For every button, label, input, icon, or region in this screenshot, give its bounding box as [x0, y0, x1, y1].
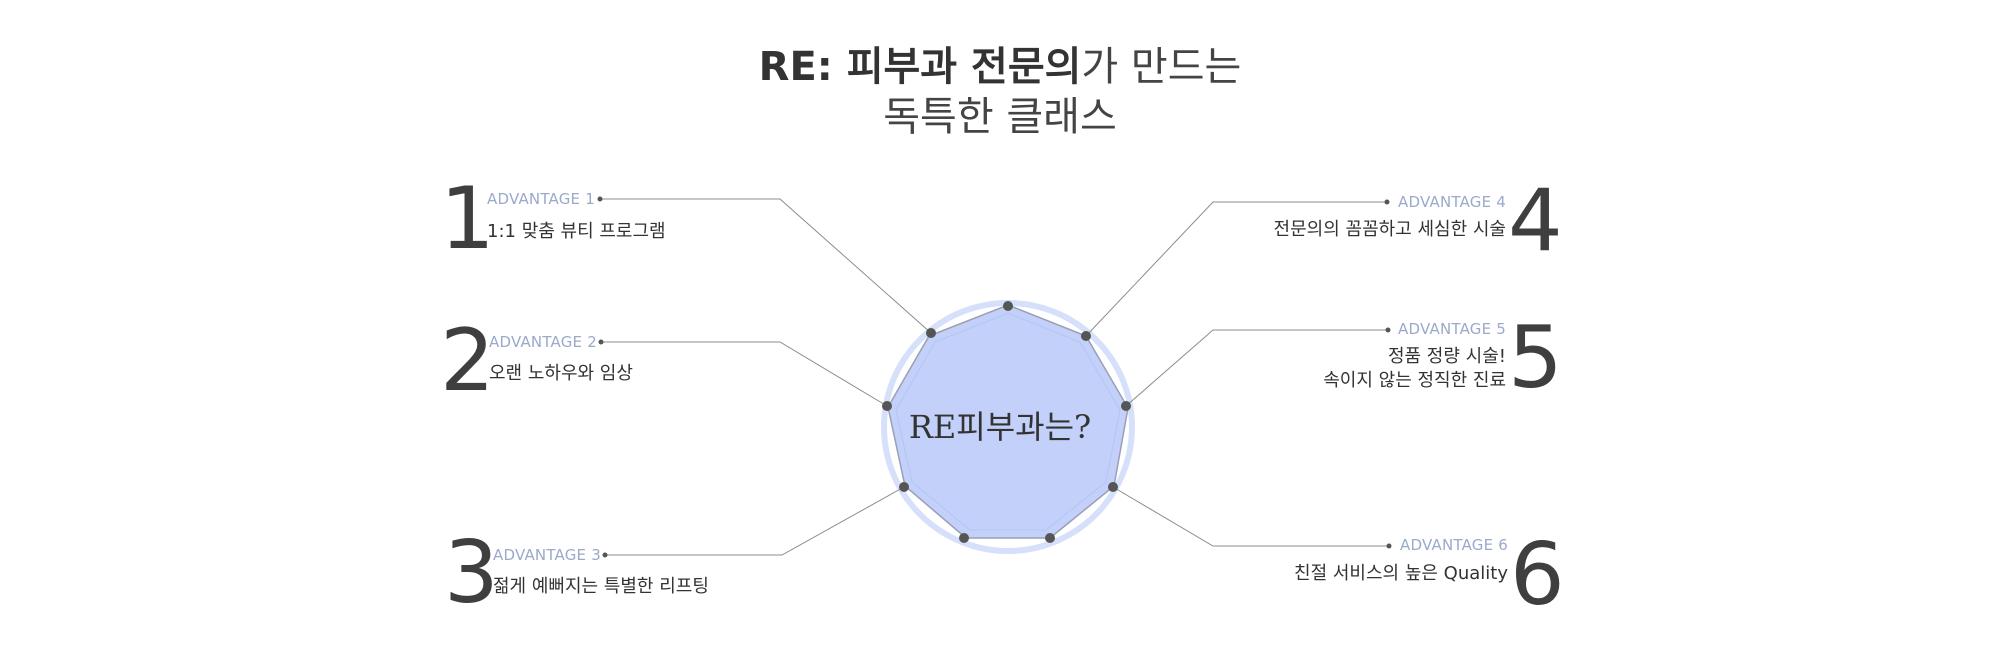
- connector-line-5: [1125, 329, 1388, 407]
- inner-shape: [895, 312, 1121, 531]
- title-light: 가 만드는: [1081, 44, 1242, 90]
- advantage-3-text: 젊게 예뻐지는 특별한 리프팅: [493, 576, 709, 597]
- advantage-6-label: ADVANTAGE 6: [1400, 536, 1508, 554]
- advantage-1-number: 1: [440, 169, 495, 269]
- advantage-4-label: ADVANTAGE 4: [1398, 193, 1506, 211]
- advantage-5-label: ADVANTAGE 5: [1398, 320, 1506, 338]
- advantage-4-text: 전문의의 꼼꼼하고 세심한 시술: [1273, 219, 1506, 240]
- endpoint-dot: [602, 552, 608, 558]
- advantage-4-number: 4: [1508, 171, 1563, 271]
- endpoint-dot: [598, 339, 604, 345]
- endpoint-dot: [1384, 199, 1390, 205]
- advantage-1-text: 1:1 맞춤 뷰티 프로그램: [487, 221, 666, 242]
- advantage-5-number: 5: [1508, 308, 1563, 408]
- connector-line-2: [601, 341, 888, 407]
- vertex-dot: [926, 328, 936, 338]
- vertex-dot: [1045, 533, 1055, 543]
- advantage-3-label: ADVANTAGE 3: [493, 546, 601, 564]
- advantage-2-text: 오랜 노하우와 임상: [489, 363, 633, 384]
- advantage-3-number: 3: [444, 523, 499, 623]
- connector-line-6: [1112, 486, 1389, 547]
- advantage-1-label: ADVANTAGE 1: [487, 190, 595, 208]
- page-title: RE: 피부과 전문의가 만드는 독특한 클래스: [0, 42, 2000, 142]
- vertex-dot: [1108, 482, 1118, 492]
- advantage-6-text: 친절 서비스의 높은 Quality: [1294, 563, 1508, 584]
- advantage-5-text-line2: 속이지 않는 정직한 진료: [1323, 370, 1506, 391]
- advantage-6-number: 6: [1510, 525, 1565, 625]
- center-label: RE피부과는?: [908, 408, 1092, 446]
- advantage-5-text-line1: 정품 정량 시술!: [1387, 346, 1506, 367]
- advantage-2-number: 2: [440, 311, 495, 411]
- endpoint-dot: [1386, 543, 1392, 549]
- title-line-2: 독특한 클래스: [883, 94, 1117, 140]
- connector-line-1: [600, 198, 932, 334]
- connector-line-3: [605, 486, 905, 556]
- endpoint-dot: [597, 196, 603, 202]
- vertex-dot: [899, 482, 909, 492]
- vertex-dot: [1003, 301, 1013, 311]
- center-shape: [887, 304, 1129, 539]
- vertex-dot: [959, 533, 969, 543]
- title-bold: RE: 피부과 전문의: [758, 44, 1082, 90]
- vertex-dot: [882, 401, 892, 411]
- advantage-2-label: ADVANTAGE 2: [489, 333, 597, 351]
- connector-line-4: [1085, 201, 1387, 337]
- vertex-dot: [1121, 401, 1131, 411]
- endpoint-dot: [1385, 327, 1391, 333]
- vertex-dot: [1081, 331, 1091, 341]
- title-line-1: RE: 피부과 전문의가 만드는: [0, 42, 2000, 92]
